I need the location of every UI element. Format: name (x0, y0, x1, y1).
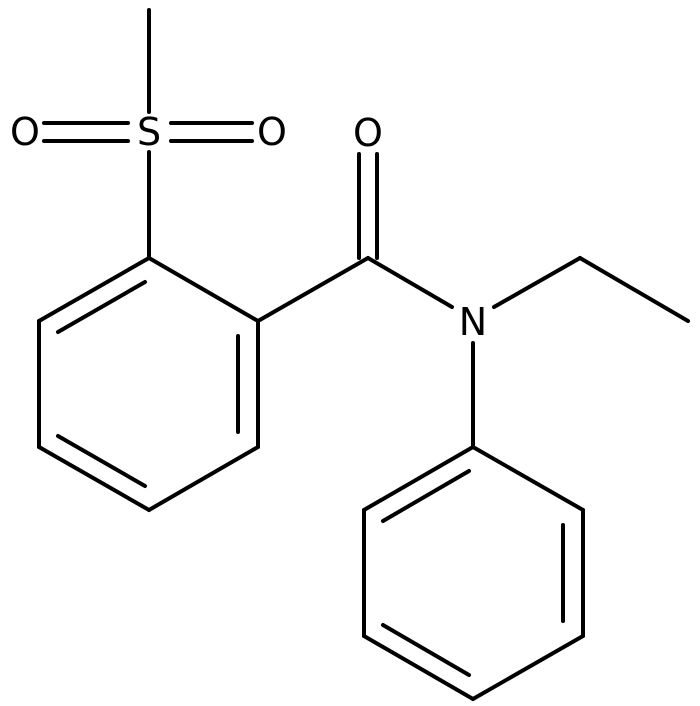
ring1-bond (147, 445, 260, 512)
bond-ring-carbonyl (256, 256, 370, 323)
ring1-bond-inner (56, 280, 147, 334)
ring2-bond (471, 445, 585, 512)
atom-label-nitrogen: N (459, 300, 487, 344)
ring1-bond (37, 445, 151, 512)
atom-label-oxygen: O (10, 110, 40, 154)
ring1-bond (37, 256, 151, 323)
atom-label-oxygen: O (257, 110, 287, 154)
ring2-bond (362, 634, 475, 701)
ring2-bond-inner (381, 469, 471, 523)
ring2-bond (471, 634, 585, 701)
atom-label-oxygen: O (353, 111, 383, 155)
bond-ethyl (578, 256, 690, 323)
atom-label-sulfur: S (137, 110, 161, 154)
ring1-bond (147, 256, 260, 323)
ring1-bond-inner (56, 434, 147, 488)
bond-n-ethyl (492, 256, 582, 309)
bond-carbonyl-n (366, 256, 454, 309)
ring2-bond (362, 445, 475, 512)
ring2-bond-inner (381, 623, 471, 677)
